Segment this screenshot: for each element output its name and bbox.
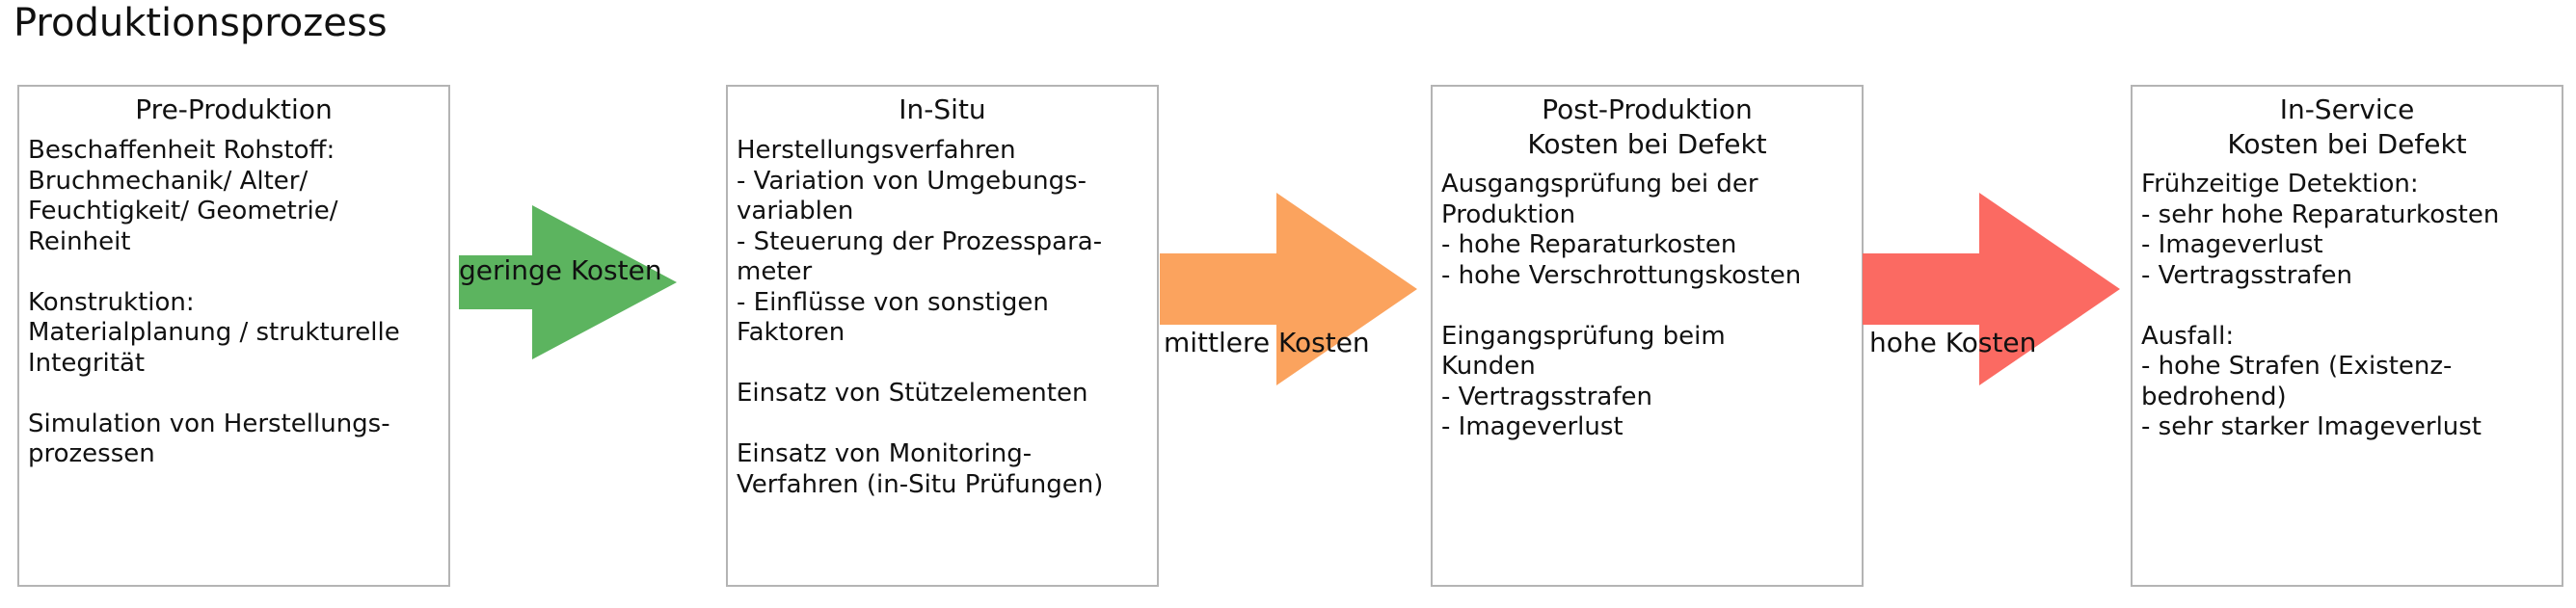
stage-box-in-situ: In-Situ Herstellungsverfahren - Variatio… <box>726 85 1159 587</box>
arrow-hohe-kosten <box>1860 193 2122 385</box>
stage-title: Post-Produktion <box>1542 93 1753 125</box>
arrow-right-icon <box>1160 193 1417 385</box>
arrow-label-geringe-kosten: geringe Kosten <box>459 254 662 286</box>
stage-title: Pre-Produktion <box>135 93 333 125</box>
page-title: Produktionsprozess <box>13 1 388 45</box>
stage-body: Herstellungsverfahren - Variation von Um… <box>737 136 1104 499</box>
arrow-right-icon <box>459 205 677 359</box>
stage-body: Ausgangsprüfung bei der Produktion - hoh… <box>1441 170 1802 441</box>
arrow-label-hohe-kosten: hohe Kosten <box>1869 327 2037 358</box>
arrow-right-icon <box>1863 193 2120 385</box>
stage-body: Beschaffenheit Rohstoff: Bruchmechanik/ … <box>28 136 400 468</box>
arrow-geringe-kosten <box>447 205 688 359</box>
stage-subtitle: Kosten bei Defekt <box>2227 128 2467 160</box>
arrow-label-mittlere-kosten: mittlere Kosten <box>1164 327 1370 358</box>
stage-box-in-service: In-Service Kosten bei Defekt Frühzeitige… <box>2131 85 2563 587</box>
stage-subtitle: Kosten bei Defekt <box>1527 128 1767 160</box>
stage-title: In-Situ <box>899 93 986 125</box>
arrow-mittlere-kosten <box>1157 193 1419 385</box>
stage-title: In-Service <box>2279 93 2415 125</box>
stage-box-pre-produktion: Pre-Produktion Beschaffenheit Rohstoff: … <box>17 85 450 587</box>
stage-box-post-produktion: Post-Produktion Kosten bei Defekt Ausgan… <box>1431 85 1864 587</box>
stage-body: Frühzeitige Detektion: - sehr hohe Repar… <box>2141 170 2500 441</box>
